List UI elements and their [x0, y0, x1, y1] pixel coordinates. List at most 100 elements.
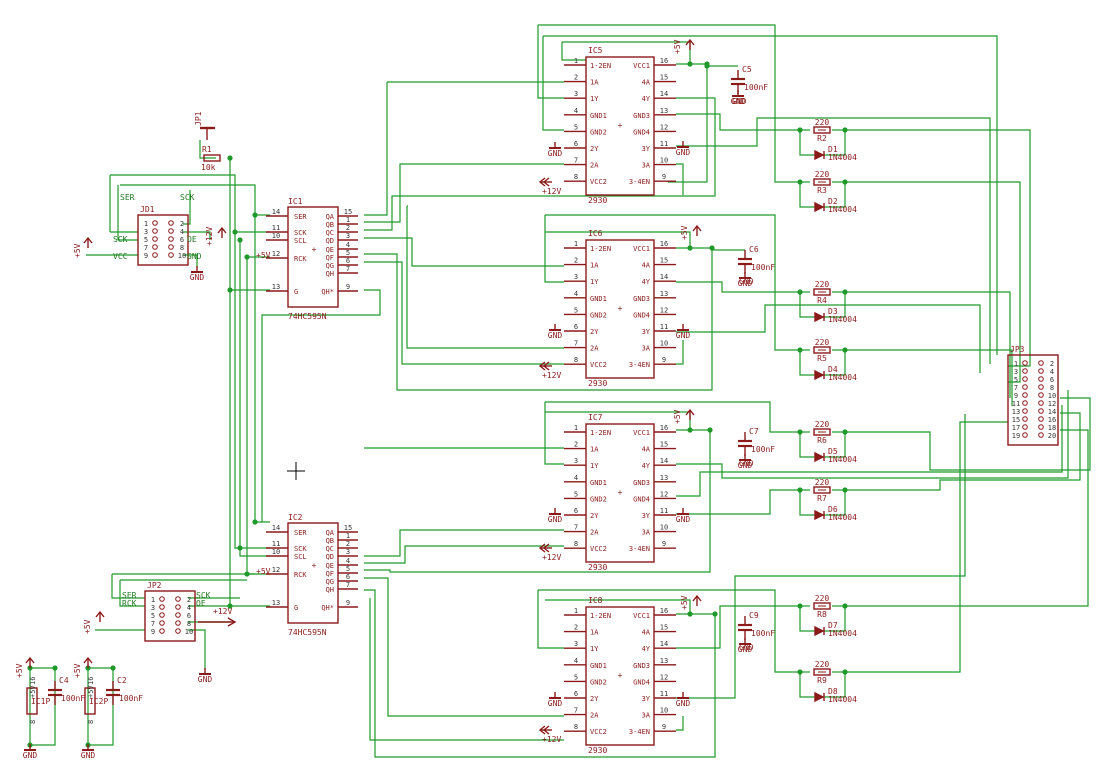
pin-label: +5V [87, 685, 95, 698]
connector-jp2[interactable] [144, 590, 196, 642]
gnd-symbol [677, 508, 689, 515]
pin-label: VCC2 [590, 728, 607, 736]
resistor-name: R3 [817, 186, 827, 195]
pin-number: 9 [662, 540, 666, 548]
gnd-label: GND [738, 279, 753, 288]
pin-number: 10 [272, 548, 280, 556]
diode-icon[interactable] [814, 201, 825, 213]
supply-arrow-icon [538, 177, 552, 187]
resistor[interactable] [813, 178, 831, 186]
pin-number: 9 [151, 628, 155, 636]
wire [545, 231, 691, 249]
junction-dot [244, 254, 250, 260]
diode-icon[interactable] [814, 625, 825, 637]
pin-number: 9 [346, 599, 350, 607]
diode-icon[interactable] [814, 311, 825, 323]
wire [246, 257, 270, 575]
driver-ic-ic7[interactable]: + [564, 423, 676, 563]
wire [538, 589, 800, 673]
pin-number: 8 [87, 720, 95, 724]
pin-label: QC [326, 545, 334, 553]
pin-label: G [294, 604, 298, 612]
gnd-symbol [24, 744, 36, 751]
diode-part: 1N4004 [828, 205, 857, 214]
pin-number: 6 [180, 236, 184, 244]
diode-icon[interactable] [814, 149, 825, 161]
pin-label: GND2 [590, 678, 607, 686]
pin-number: 8 [29, 720, 37, 724]
pin-label: QG [326, 262, 334, 270]
pin-number: 13 [660, 657, 668, 665]
diode-name: D8 [828, 687, 838, 696]
signal-ser-label: SER [122, 591, 137, 600]
pin-number: 7 [346, 265, 350, 273]
wire [364, 545, 564, 564]
pin-number: 3 [346, 232, 350, 240]
supply-arrow-icon [198, 617, 237, 627]
junction-dot [687, 245, 693, 251]
shift-register-ic1[interactable]: + [266, 206, 358, 308]
cap-name: C2 [117, 676, 127, 685]
wire [845, 397, 1091, 471]
wire-layer [27, 24, 1091, 758]
supply-arrow-icon [83, 236, 93, 248]
pin-label: 3-4EN [629, 728, 650, 736]
diode-name: D2 [828, 197, 838, 206]
diode-icon[interactable] [814, 369, 825, 381]
resistor[interactable] [813, 288, 831, 296]
pin-number: 6 [1050, 376, 1054, 384]
pin-number: 5 [151, 612, 155, 620]
pin-label: 3-4EN [629, 178, 650, 186]
pin-label: 2Y [590, 695, 599, 703]
pin-label: 1Y [590, 95, 599, 103]
supply-12v-label: +12V [542, 553, 561, 562]
resistor[interactable] [813, 346, 831, 354]
resistor-name: R4 [817, 296, 827, 305]
resistor[interactable] [813, 602, 831, 610]
header-name: JP2 [147, 581, 162, 590]
resistor[interactable] [813, 668, 831, 676]
junction-dot [709, 245, 715, 251]
resistor[interactable] [813, 428, 831, 436]
shift-register-ic2[interactable]: + [266, 522, 358, 624]
pin-number: 5 [346, 249, 350, 257]
pin-label: VCC1 [633, 245, 650, 253]
supply-12v-label: +12V [542, 187, 561, 196]
diode-icon[interactable] [814, 451, 825, 463]
driver-ic-ic8[interactable]: + [564, 606, 676, 746]
capacitor[interactable] [106, 681, 120, 705]
pin-label: VCC2 [590, 178, 607, 186]
connector-jd1[interactable] [137, 214, 189, 266]
gnd-symbol [549, 508, 561, 515]
resistor-value: 220 [815, 660, 830, 669]
connector-jp3[interactable] [1007, 354, 1059, 446]
gnd-symbol [677, 692, 689, 699]
pin-label: 2A [590, 712, 599, 720]
pin-label: GND2 [590, 128, 607, 136]
resistor[interactable] [813, 486, 831, 494]
gnd-symbol [739, 272, 751, 279]
pin-number: 13 [660, 107, 668, 115]
resistor[interactable] [813, 126, 831, 134]
pin-label: GND4 [633, 311, 650, 319]
driver-ic-ic6[interactable]: + [564, 239, 676, 379]
capacitor[interactable] [48, 681, 62, 705]
resistor-r1[interactable] [203, 154, 221, 162]
driver-name: IC6 [588, 229, 603, 238]
jumper-jp1[interactable] [200, 126, 215, 140]
junction-dot [842, 347, 848, 353]
capacitor[interactable] [738, 616, 752, 640]
driver-ic-ic5[interactable]: + [564, 56, 676, 196]
junction-dot [797, 669, 803, 675]
signal-ser-label: SER [120, 193, 135, 202]
gnd-symbol [732, 90, 744, 97]
pin-number: 3 [574, 457, 578, 465]
diode-icon[interactable] [814, 509, 825, 521]
signal-vcc-label: VCC [113, 252, 128, 261]
pin-label: VCC1 [633, 62, 650, 70]
junction-dot [252, 519, 258, 525]
diode-icon[interactable] [814, 691, 825, 703]
gnd-label: GND [676, 515, 691, 524]
pin-number: 2 [574, 74, 578, 82]
junction-dot [842, 669, 848, 675]
